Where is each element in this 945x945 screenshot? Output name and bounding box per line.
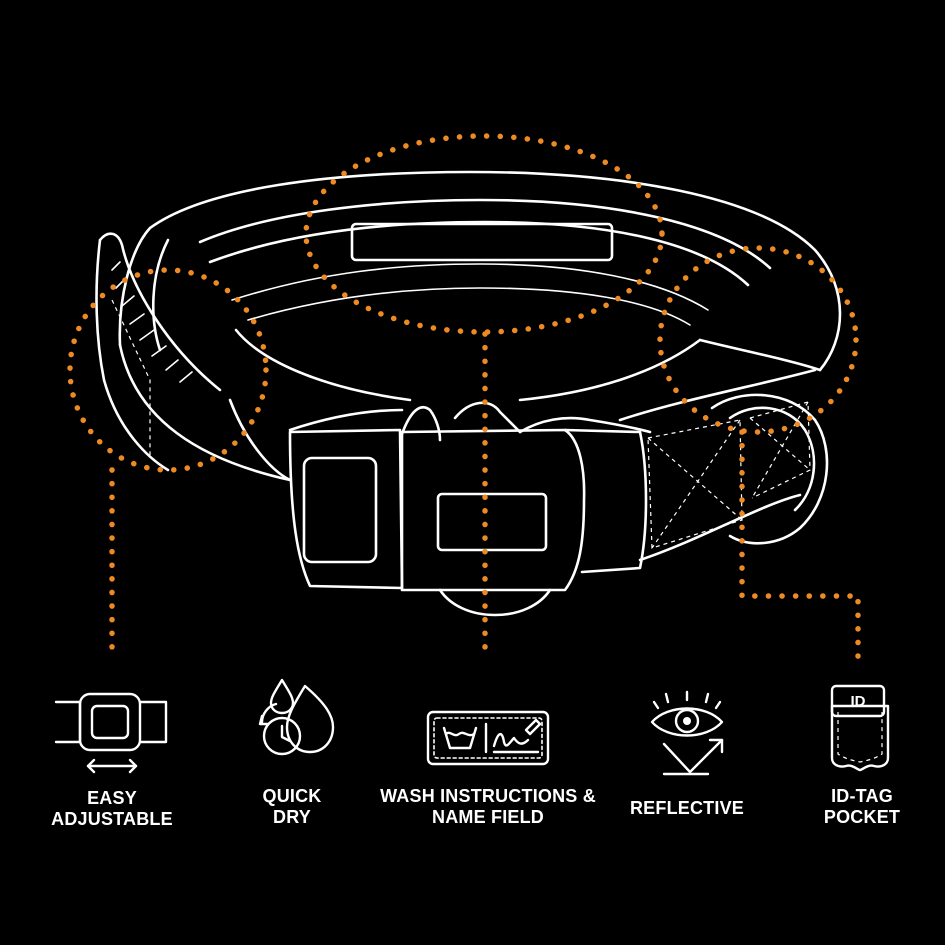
buckle-female [288,428,404,590]
droplets-clock-icon [258,678,335,756]
buckle-label [436,492,548,552]
buckle-male [400,428,586,592]
collar-illustration [95,170,842,617]
label-line: DRY [273,807,311,827]
eye-reflect-icon [650,690,724,776]
callout-id-pocket-line [739,429,861,663]
label-line: ADJUSTABLE [51,809,173,829]
callout-name-field-circle [303,133,665,335]
label-line: QUICK [262,786,322,806]
label-line: EASY [87,788,137,808]
callouts [67,133,861,663]
callout-adjustable-circle [67,267,269,473]
callout-id-pocket-circle [657,245,859,435]
label-quick-dry: QUICK DRY [232,786,352,828]
label-line: NAME FIELD [432,807,544,827]
label-id-tag-pocket: ID-TAG POCKET [798,786,926,828]
label-wash-name: WASH INSTRUCTIONS & NAME FIELD [372,786,604,828]
label-easy-adjustable: EASY ADJUSTABLE [32,788,192,830]
label-line: REFLECTIVE [629,798,744,818]
buckle-window [302,456,378,564]
wash-label-icon [426,710,550,766]
label-reflective: REFLECTIVE [612,798,762,819]
label-line: ID-TAG [831,786,893,806]
name-field-patch [350,222,614,262]
id-pocket-icon: ID [830,684,890,772]
adjustable-buckle-icon [54,692,168,774]
label-line: WASH INSTRUCTIONS & [380,786,596,806]
id-tag-text: ID [851,693,866,710]
label-line: POCKET [823,807,901,827]
